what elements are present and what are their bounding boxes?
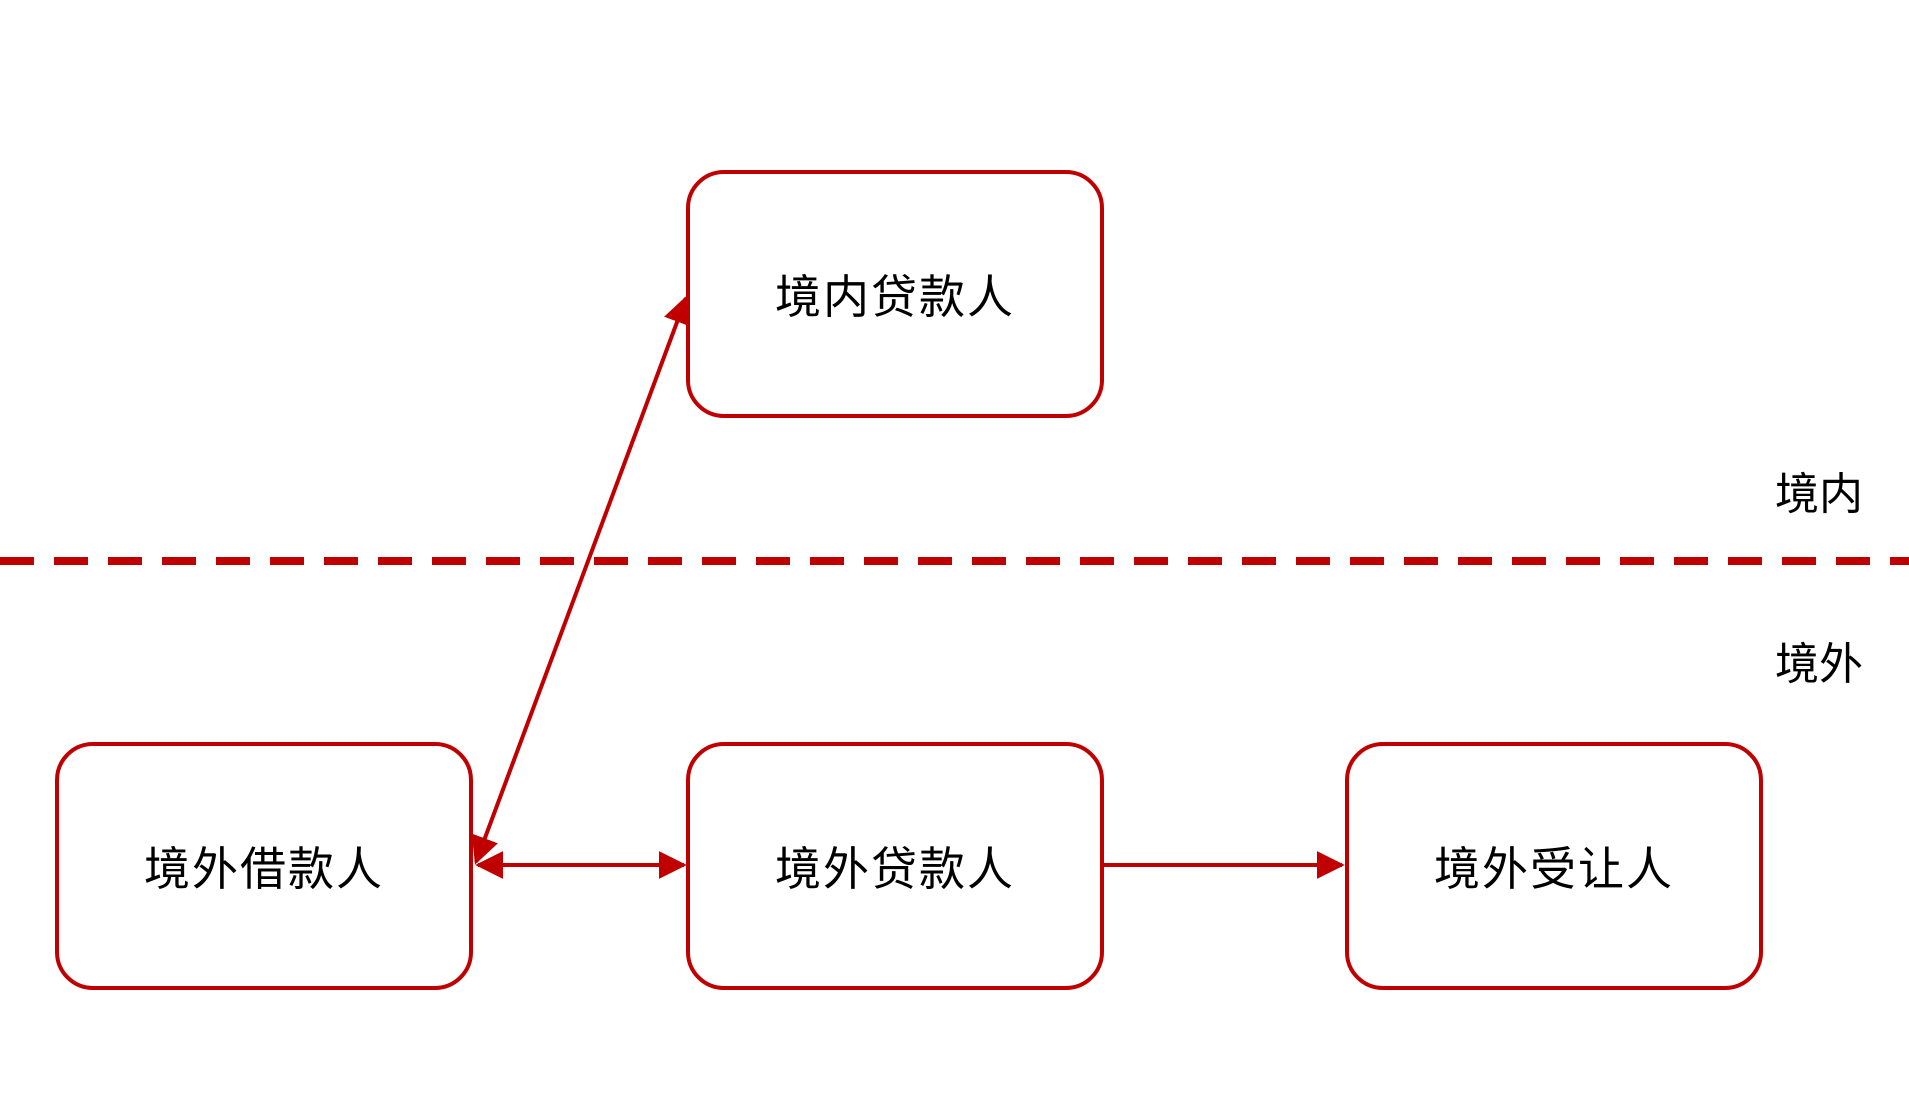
node-offshore-lender-label: 境外贷款人 <box>775 842 1015 896</box>
node-offshore-borrower-label: 境外借款人 <box>144 842 384 896</box>
node-offshore-assignee: 境外受让人 <box>1345 742 1763 990</box>
node-offshore-lender: 境外贷款人 <box>686 742 1104 990</box>
edge-borrower-to-domestic-lender <box>471 295 691 865</box>
region-label-offshore: 境外 <box>1775 639 1863 690</box>
node-offshore-assignee-label: 境外受让人 <box>1434 842 1674 896</box>
node-domestic-lender-label: 境内贷款人 <box>775 270 1015 324</box>
node-domestic-lender: 境内贷款人 <box>686 170 1104 418</box>
node-offshore-borrower: 境外借款人 <box>55 742 473 990</box>
region-label-domestic: 境内 <box>1775 469 1863 520</box>
